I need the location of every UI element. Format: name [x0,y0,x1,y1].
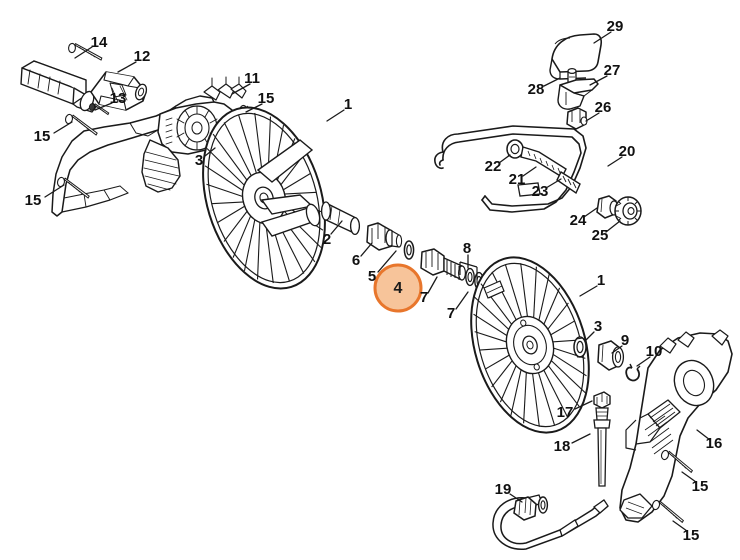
callout-leader-2 [330,220,343,235]
sleeve-2 [320,201,361,236]
callout-leader-18 [571,433,591,444]
top-right-cover-parts [549,33,603,130]
callout-leader-12 [117,61,137,73]
callout-label-c14: 14 [91,34,108,51]
bar-hardware [506,139,642,226]
callout-label-c3b: 3 [594,318,602,335]
bushing-3-right [573,336,587,358]
clamp-27 [557,78,599,110]
callout-label-c7a: 7 [420,289,428,306]
callout-leader-19 [509,493,523,503]
bar-plate [517,182,541,197]
callout-leader-29 [593,31,612,44]
callout-leader-9 [611,345,623,354]
lever-bracket-12 [90,71,148,111]
callout-leader-22 [498,154,511,164]
callout-leader-5 [377,250,397,273]
callout-leader-28 [543,77,561,87]
callout-label-c1a: 1 [344,96,352,113]
callout-leader-14 [74,46,93,59]
callout-label-c16: 16 [706,435,723,452]
callout-leader-7 [455,291,469,310]
callout-label-c1b: 1 [597,272,605,289]
callout-label-c5: 5 [368,268,376,285]
nut-6 [366,222,403,251]
callout-leader-15 [245,103,263,113]
callout-label-c2: 2 [323,231,331,248]
handle-bar-20 [434,125,587,213]
callout-label-c29: 29 [607,18,624,35]
callout-label-c21: 21 [509,171,526,188]
circlip-10 [625,363,641,382]
callout-leader-1 [326,109,345,122]
handle-lower-rib [141,139,181,193]
callout-label-c6: 6 [352,252,360,269]
callout-label-c28: 28 [528,81,545,98]
callout-label-c15c: 15 [258,90,275,107]
callout-label-c19: 19 [495,481,512,498]
callout-leader-23 [545,178,562,189]
callout-label-c10: 10 [646,343,663,360]
callout-label-c11: 11 [244,70,260,87]
washer-5 [403,240,415,260]
highlight-marker-part-4[interactable] [373,263,423,313]
callout-leader-10 [636,356,651,367]
callout-label-c18: 18 [554,438,571,455]
callout-layer [44,31,711,532]
callout-leader-13 [94,102,113,111]
callout-label-c15e: 15 [683,527,700,544]
fan-wheel-right-1 [470,256,590,434]
callout-leader-11 [231,83,251,95]
callout-label-c15d: 15 [692,478,709,495]
callout-label-c22: 22 [485,158,502,175]
callout-label-c7b: 7 [447,305,455,322]
highlight-circle[interactable] [373,263,423,313]
callout-label-c25: 25 [592,227,609,244]
callout-leader-27 [589,75,608,86]
lower-bracket-16 [619,329,733,523]
callout-leader-16 [696,429,711,441]
callout-leader-7 [427,276,438,294]
bracket-26 [566,107,588,130]
callout-label-c12: 12 [134,48,151,65]
callout-leader-15 [44,184,65,198]
highlight-part-number: 4 [394,280,403,297]
callout-leader-25 [605,220,621,233]
callout-leader-15 [681,471,697,483]
threaded-end-23 [556,170,581,195]
callout-leader-24 [583,207,598,218]
callout-label-c3a: 3 [195,152,203,169]
callout-label-c24: 24 [570,212,587,229]
callout-label-c15a: 15 [34,128,51,145]
callout-leader-3 [204,147,216,157]
callout-leader-3 [584,331,595,342]
callout-leader-15 [672,520,688,532]
callout-leader-26 [585,112,600,122]
callout-label-c27: 27 [604,62,621,79]
callout-label-c26: 26 [595,99,612,116]
hose-19 [492,494,609,550]
center-shaft-parts [320,201,512,303]
callout-leader-15 [53,121,73,134]
callout-label-c15b: 15 [25,192,42,209]
valve-assembly-4 [420,248,467,281]
callout-leader-21 [522,166,537,177]
long-bolt-17-18 [593,391,611,487]
toothed-knob-25 [614,196,642,226]
callout-leader-6 [360,242,373,257]
callout-label-c23: 23 [532,183,549,200]
callout-label-c8: 8 [463,240,471,257]
callout-leader-20 [607,156,623,167]
callout-label-c20: 20 [619,143,636,160]
spacer-9 [597,340,625,371]
right-small-parts [573,336,641,382]
fan-wheel-left-1 [202,106,326,290]
callout-label-c13: 13 [110,90,127,107]
callout-leader-1 [579,285,598,297]
callout-leader-17 [574,400,593,410]
callout-label-c9: 9 [621,332,629,349]
callout-label-c17: 17 [557,404,574,421]
